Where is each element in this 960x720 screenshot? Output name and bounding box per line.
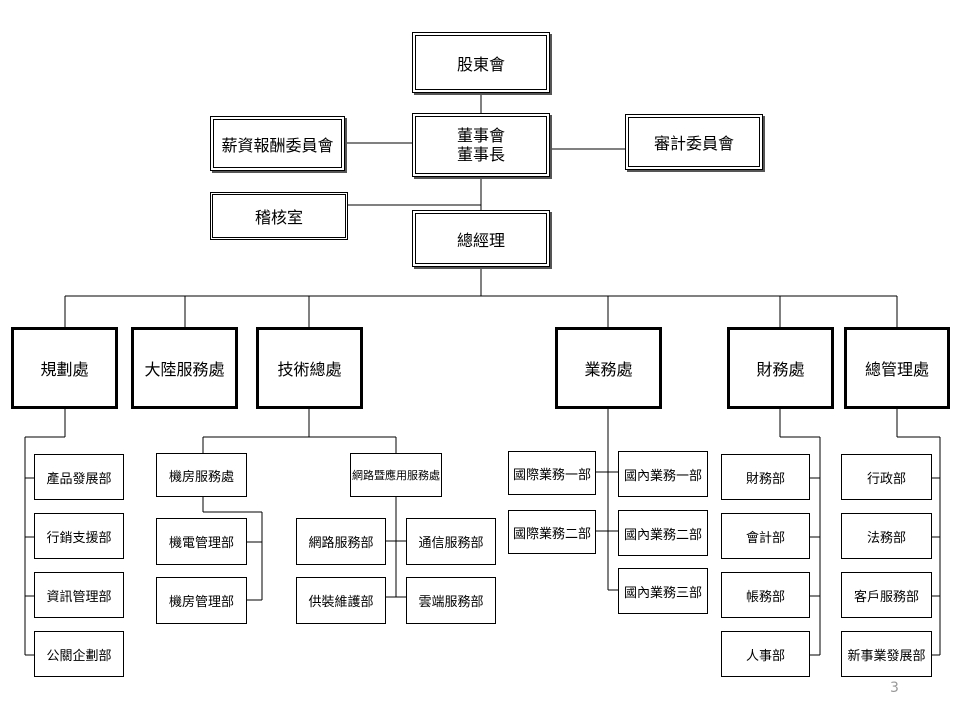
- dept-new-business-development: 新事業發展部: [841, 631, 932, 677]
- unit-network-application-service: 網路暨應用服務處: [350, 453, 442, 497]
- division-business: 業務處: [555, 327, 662, 409]
- general-manager-box: 總經理: [412, 210, 550, 267]
- shareholders-meeting-box: 股東會: [412, 32, 550, 93]
- chairman-label: 董事長: [456, 145, 505, 164]
- division-technology: 技術總處: [256, 327, 363, 409]
- dept-communication-service: 通信服務部: [406, 518, 496, 565]
- dept-administration: 行政部: [841, 454, 932, 500]
- dept-domestic-business-3: 國內業務三部: [618, 568, 708, 614]
- dept-accounting: 會計部: [721, 513, 810, 559]
- dept-human-resources: 人事部: [721, 631, 810, 677]
- dept-legal: 法務部: [841, 513, 932, 559]
- dept-billing: 帳務部: [721, 572, 810, 618]
- dept-finance: 財務部: [721, 454, 810, 500]
- division-finance: 財務處: [727, 327, 834, 409]
- dept-server-room-management: 機房管理部: [156, 577, 247, 624]
- board-of-directors-box: 董事會 董事長: [412, 113, 550, 177]
- dept-international-business-2: 國際業務二部: [508, 510, 596, 554]
- internal-audit-office-box: 稽核室: [210, 192, 348, 240]
- board-label: 董事會: [456, 126, 505, 145]
- dept-domestic-business-2: 國內業務二部: [618, 510, 708, 556]
- dept-network-service: 網路服務部: [296, 518, 386, 565]
- dept-public-relations: 公關企劃部: [34, 631, 124, 677]
- compensation-committee-box: 薪資報酬委員會: [210, 116, 345, 171]
- dept-cloud-service: 雲端服務部: [406, 577, 496, 624]
- division-administration: 總管理處: [844, 327, 950, 409]
- dept-information-management: 資訊管理部: [34, 572, 124, 618]
- dept-customer-service: 客戶服務部: [841, 572, 932, 618]
- division-planning: 規劃處: [11, 327, 118, 409]
- unit-server-room-service: 機房服務處: [156, 453, 247, 497]
- dept-international-business-1: 國際業務一部: [508, 451, 596, 495]
- audit-committee-box: 審計委員會: [625, 114, 763, 170]
- dept-product-development: 產品發展部: [34, 454, 124, 500]
- dept-marketing-support: 行銷支援部: [34, 513, 124, 559]
- dept-electromechanical-management: 機電管理部: [156, 518, 247, 565]
- dept-installation-maintenance: 供裝維護部: [296, 577, 386, 624]
- page-number: 3: [890, 680, 899, 696]
- dept-domestic-business-1: 國內業務一部: [618, 451, 708, 497]
- division-china-service: 大陸服務處: [131, 327, 238, 409]
